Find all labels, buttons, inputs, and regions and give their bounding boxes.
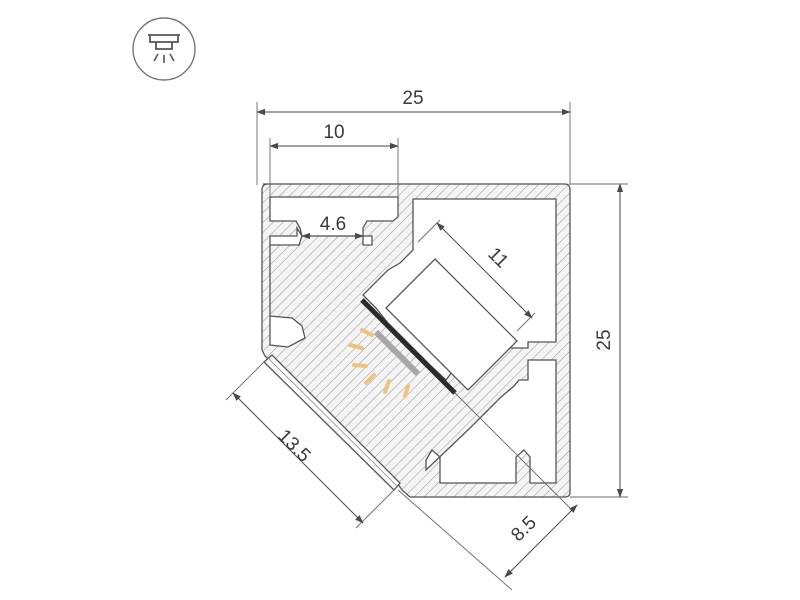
dim-diffuser-width: 13.5	[273, 426, 314, 467]
dim-base-depth: 8.5	[507, 512, 541, 546]
dimension-lines	[232, 108, 624, 578]
dim-top-offset: 10	[323, 122, 344, 143]
dim-overall-height: 25	[594, 329, 615, 350]
led-lens	[373, 329, 421, 377]
light-glow	[348, 328, 410, 398]
led-strip	[360, 298, 457, 395]
dim-slot-width: 4.6	[320, 214, 346, 235]
dim-overall-width: 25	[402, 88, 423, 109]
downlight-mount-icon	[132, 17, 196, 81]
